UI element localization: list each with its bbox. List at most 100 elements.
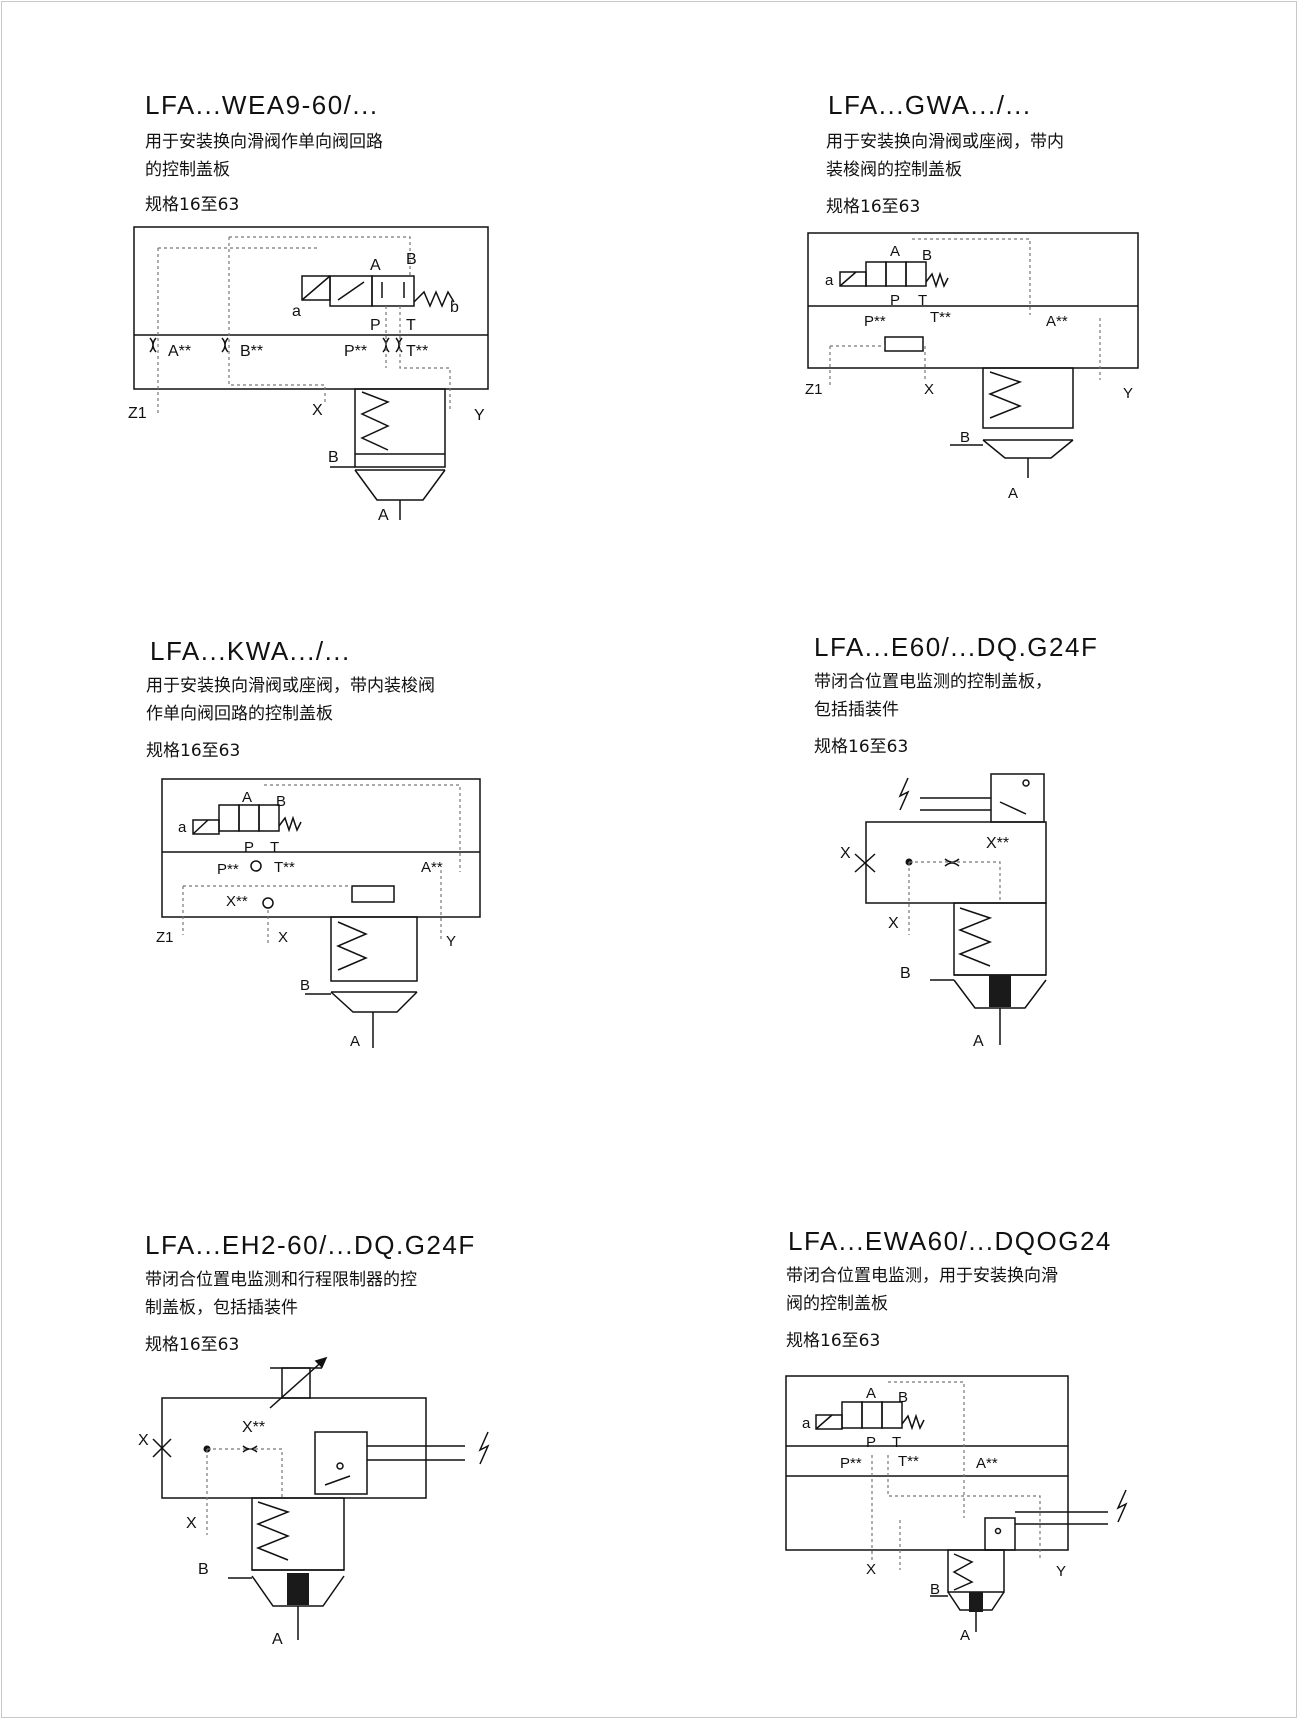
label-port-B: B [900, 965, 911, 982]
label-x: X [138, 1432, 149, 1449]
label-z1: Z1 [156, 929, 174, 946]
label-port-t: T** [898, 1453, 919, 1470]
panel-description-line1: 带闭合位置电监测和行程限制器的控 [145, 1270, 417, 1290]
electric-signal-icon [478, 1431, 490, 1465]
label-x-port: X [186, 1515, 197, 1532]
label-port-B: B [930, 1581, 940, 1598]
label-port-B: B [328, 449, 339, 466]
label-x: X [924, 381, 934, 398]
label-port-b: B** [240, 343, 263, 360]
panel-title: LFA...E60/...DQ.G24F [814, 632, 1099, 662]
label-port-B: B [960, 429, 970, 446]
label-P: P [890, 292, 900, 309]
label-port-a: A** [168, 343, 191, 360]
panel-title: LFA...WEA9-60/... [145, 90, 379, 120]
label-port-p: P** [217, 861, 239, 878]
label-port-t: T** [274, 859, 295, 876]
panel-description-line1: 用于安装换向滑阀或座阀，带内装梭阀 [146, 676, 435, 696]
label-A: A [370, 257, 381, 274]
panel-title: LFA...GWA.../... [828, 90, 1032, 120]
label-a: a [292, 303, 301, 320]
label-x-port: X [888, 915, 899, 932]
label-B: B [406, 251, 417, 268]
label-a: a [825, 272, 834, 289]
panel-size-spec: 规格16至63 [826, 197, 921, 217]
label-B: B [922, 247, 932, 264]
label-y: Y [446, 933, 456, 950]
label-x: X [278, 929, 288, 946]
label-z1: Z1 [128, 405, 147, 422]
label-port-A: A [272, 1631, 283, 1648]
electric-signal-icon [1116, 1489, 1128, 1523]
electric-signal-icon [898, 777, 910, 811]
label-T: T [918, 292, 927, 309]
cover-plate-body [161, 778, 481, 918]
label-port-x: X** [242, 1419, 265, 1436]
label-port-a: A** [1046, 313, 1068, 330]
panel-size-spec: 规格16至63 [146, 741, 241, 761]
panel-description-line2: 装梭阀的控制盖板 [826, 160, 962, 180]
panel-description-line2: 制盖板，包括插装件 [145, 1298, 298, 1318]
label-port-A: A [378, 507, 389, 524]
valve-spool-right [371, 275, 415, 307]
label-y: Y [474, 407, 485, 424]
label-port-A: A [960, 1627, 970, 1644]
label-A: A [890, 243, 900, 260]
panel-title: LFA...EH2-60/...DQ.G24F [145, 1230, 476, 1260]
cartridge-spring [360, 391, 390, 451]
spring-b [413, 290, 455, 308]
label-x: X [840, 845, 851, 862]
cover-plate-body [133, 226, 489, 390]
label-port-x: X** [986, 835, 1009, 852]
throttle-t [395, 337, 403, 353]
panel-title: LFA...KWA.../... [150, 636, 351, 666]
label-z1: Z1 [805, 381, 823, 398]
cartridge-seat [287, 1573, 309, 1605]
throttle-b [221, 337, 229, 353]
label-port-B: B [198, 1561, 209, 1578]
cartridge-seat [989, 975, 1011, 1007]
label-T: T [270, 839, 279, 856]
panel-description-line1: 用于安装换向滑阀作单向阀回路 [145, 132, 383, 152]
panel-size-spec: 规格16至63 [145, 195, 240, 215]
panel-size-spec: 规格16至63 [786, 1331, 881, 1351]
label-port-A: A [350, 1033, 360, 1050]
label-y: Y [1056, 1563, 1066, 1580]
label-b: b [450, 299, 459, 316]
label-port-p: P** [344, 343, 367, 360]
label-y: Y [1123, 385, 1133, 402]
cartridge-seat [969, 1592, 983, 1612]
label-port-a: A** [421, 859, 443, 876]
panel-size-spec: 规格16至63 [145, 1335, 240, 1355]
label-port-p: P** [840, 1455, 862, 1472]
label-port-p: P** [864, 313, 886, 330]
cover-plate-body [785, 1375, 1069, 1551]
label-T: T [892, 1434, 901, 1451]
label-x: X [312, 402, 323, 419]
throttle-a [149, 337, 157, 353]
panel-description-line2: 包括插装件 [814, 700, 899, 720]
label-A: A [866, 1385, 876, 1402]
panel-size-spec: 规格16至63 [814, 737, 909, 757]
label-B: B [898, 1389, 908, 1406]
label-a: a [802, 1415, 811, 1432]
label-P: P [244, 839, 254, 856]
label-port-x: X** [226, 893, 248, 910]
shuttle-valve [884, 336, 924, 352]
panel-description-line1: 带闭合位置电监测的控制盖板， [814, 672, 1052, 692]
label-P: P [866, 1434, 876, 1451]
label-port-A: A [1008, 485, 1018, 502]
label-T: T [406, 317, 416, 334]
panel-description-line1: 用于安装换向滑阀或座阀，带内 [826, 132, 1064, 152]
label-port-t: T** [406, 343, 428, 360]
cartridge-body [354, 388, 446, 468]
panel-title: LFA...EWA60/...DQOG24 [788, 1226, 1112, 1256]
label-port-A: A [973, 1033, 984, 1050]
label-A: A [242, 789, 252, 806]
